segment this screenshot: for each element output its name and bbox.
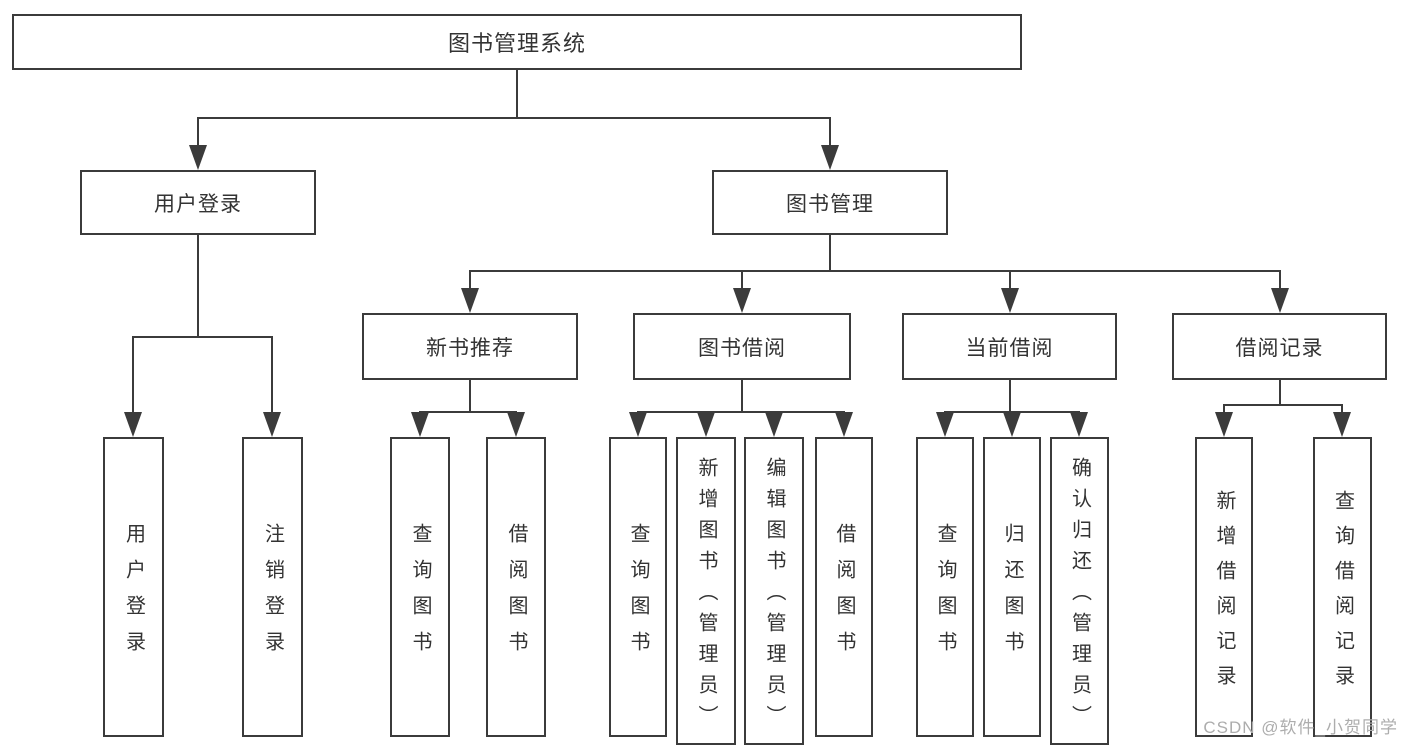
connector-arrow [629,412,647,437]
leaf-borrow-books-2: 借阅图书 [815,437,873,737]
leaf-borrow-books-2-label: 借阅图书 [833,523,855,667]
node-book-management-label: 图书管理 [786,192,874,216]
leaf-query-books-1-label: 查询图书 [409,523,431,667]
leaf-query-books-2: 查询图书 [609,437,667,737]
leaf-add-borrow-record: 新增借阅记录 [1195,437,1253,737]
connector-line [516,70,518,118]
connector-line [132,336,273,338]
connector-arrow [1271,288,1289,313]
leaf-logout-label: 注销登录 [261,523,284,667]
leaf-query-borrow-record: 查询借阅记录 [1313,437,1372,737]
leaf-borrow-books-1: 借阅图书 [486,437,546,737]
leaf-edit-book-admin-label: 编辑图书（管理员） [763,457,785,736]
connector-line [197,118,199,148]
connector-arrow [697,412,715,437]
connector-line [741,380,743,412]
connector-line [829,118,831,148]
node-root: 图书管理系统 [12,14,1022,70]
connector-line [829,235,831,271]
node-user-login: 用户登录 [80,170,316,235]
leaf-query-borrow-record-label: 查询借阅记录 [1331,489,1354,700]
node-book-borrow: 图书借阅 [633,313,851,380]
leaf-return-books-label: 归还图书 [1001,523,1023,667]
leaf-user-login-label: 用户登录 [122,523,145,667]
leaf-return-books: 归还图书 [983,437,1041,737]
connector-arrow [1070,412,1088,437]
connector-arrow [936,412,954,437]
leaf-add-book-admin: 新增图书（管理员） [676,437,736,745]
connector-arrow [1215,412,1233,437]
connector-arrow [189,145,207,170]
connector-line [1009,271,1011,291]
connector-arrow [1003,412,1021,437]
connector-arrow [411,412,429,437]
leaf-query-books-3-label: 查询图书 [934,523,956,667]
connector-line [1223,405,1225,415]
connector-arrow [461,288,479,313]
connector-line [197,235,199,337]
connector-line [741,271,743,291]
leaf-add-borrow-record-label: 新增借阅记录 [1213,489,1235,700]
leaf-add-book-admin-label: 新增图书（管理员） [695,457,717,736]
leaf-query-books-3: 查询图书 [916,437,974,737]
connector-arrow [263,412,281,437]
connector-line [132,337,134,415]
node-book-management: 图书管理 [712,170,948,235]
leaf-query-books-1: 查询图书 [390,437,450,737]
connector-line [469,271,471,291]
connector-line [1341,405,1343,415]
node-borrow-records: 借阅记录 [1172,313,1387,380]
connector-line [271,337,273,415]
leaf-confirm-return-admin: 确认归还（管理员） [1050,437,1109,745]
connector-line [637,411,845,413]
node-new-book-recommend: 新书推荐 [362,313,578,380]
node-current-borrow-label: 当前借阅 [965,336,1054,360]
connector-arrow [1333,412,1351,437]
connector-arrow [733,288,751,313]
node-borrow-records-label: 借阅记录 [1235,336,1324,360]
connector-arrow [507,412,525,437]
leaf-confirm-return-admin-label: 确认归还（管理员） [1068,457,1091,736]
connector-arrow [124,412,142,437]
connector-line [1279,380,1281,405]
connector-arrow [835,412,853,437]
leaf-borrow-books-1-label: 借阅图书 [505,523,527,667]
connector-line [197,117,831,119]
leaf-query-books-2-label: 查询图书 [627,523,649,667]
watermark: CSDN @软件_小贺同学 [1203,718,1398,737]
connector-arrow [1001,288,1019,313]
connector-line [1009,380,1011,412]
node-new-book-recommend-label: 新书推荐 [426,336,514,360]
node-root-label: 图书管理系统 [447,31,586,56]
connector-line [469,380,471,412]
leaf-edit-book-admin: 编辑图书（管理员） [744,437,804,745]
node-book-borrow-label: 图书借阅 [698,336,786,360]
connector-arrow [765,412,783,437]
node-current-borrow: 当前借阅 [902,313,1117,380]
connector-line [1279,271,1281,291]
leaf-user-login: 用户登录 [103,437,164,737]
leaf-logout: 注销登录 [242,437,303,737]
connector-arrow [821,145,839,170]
connector-line [1223,404,1343,406]
node-user-login-label: 用户登录 [154,192,242,216]
connector-line [469,270,1281,272]
connector-line [419,411,517,413]
